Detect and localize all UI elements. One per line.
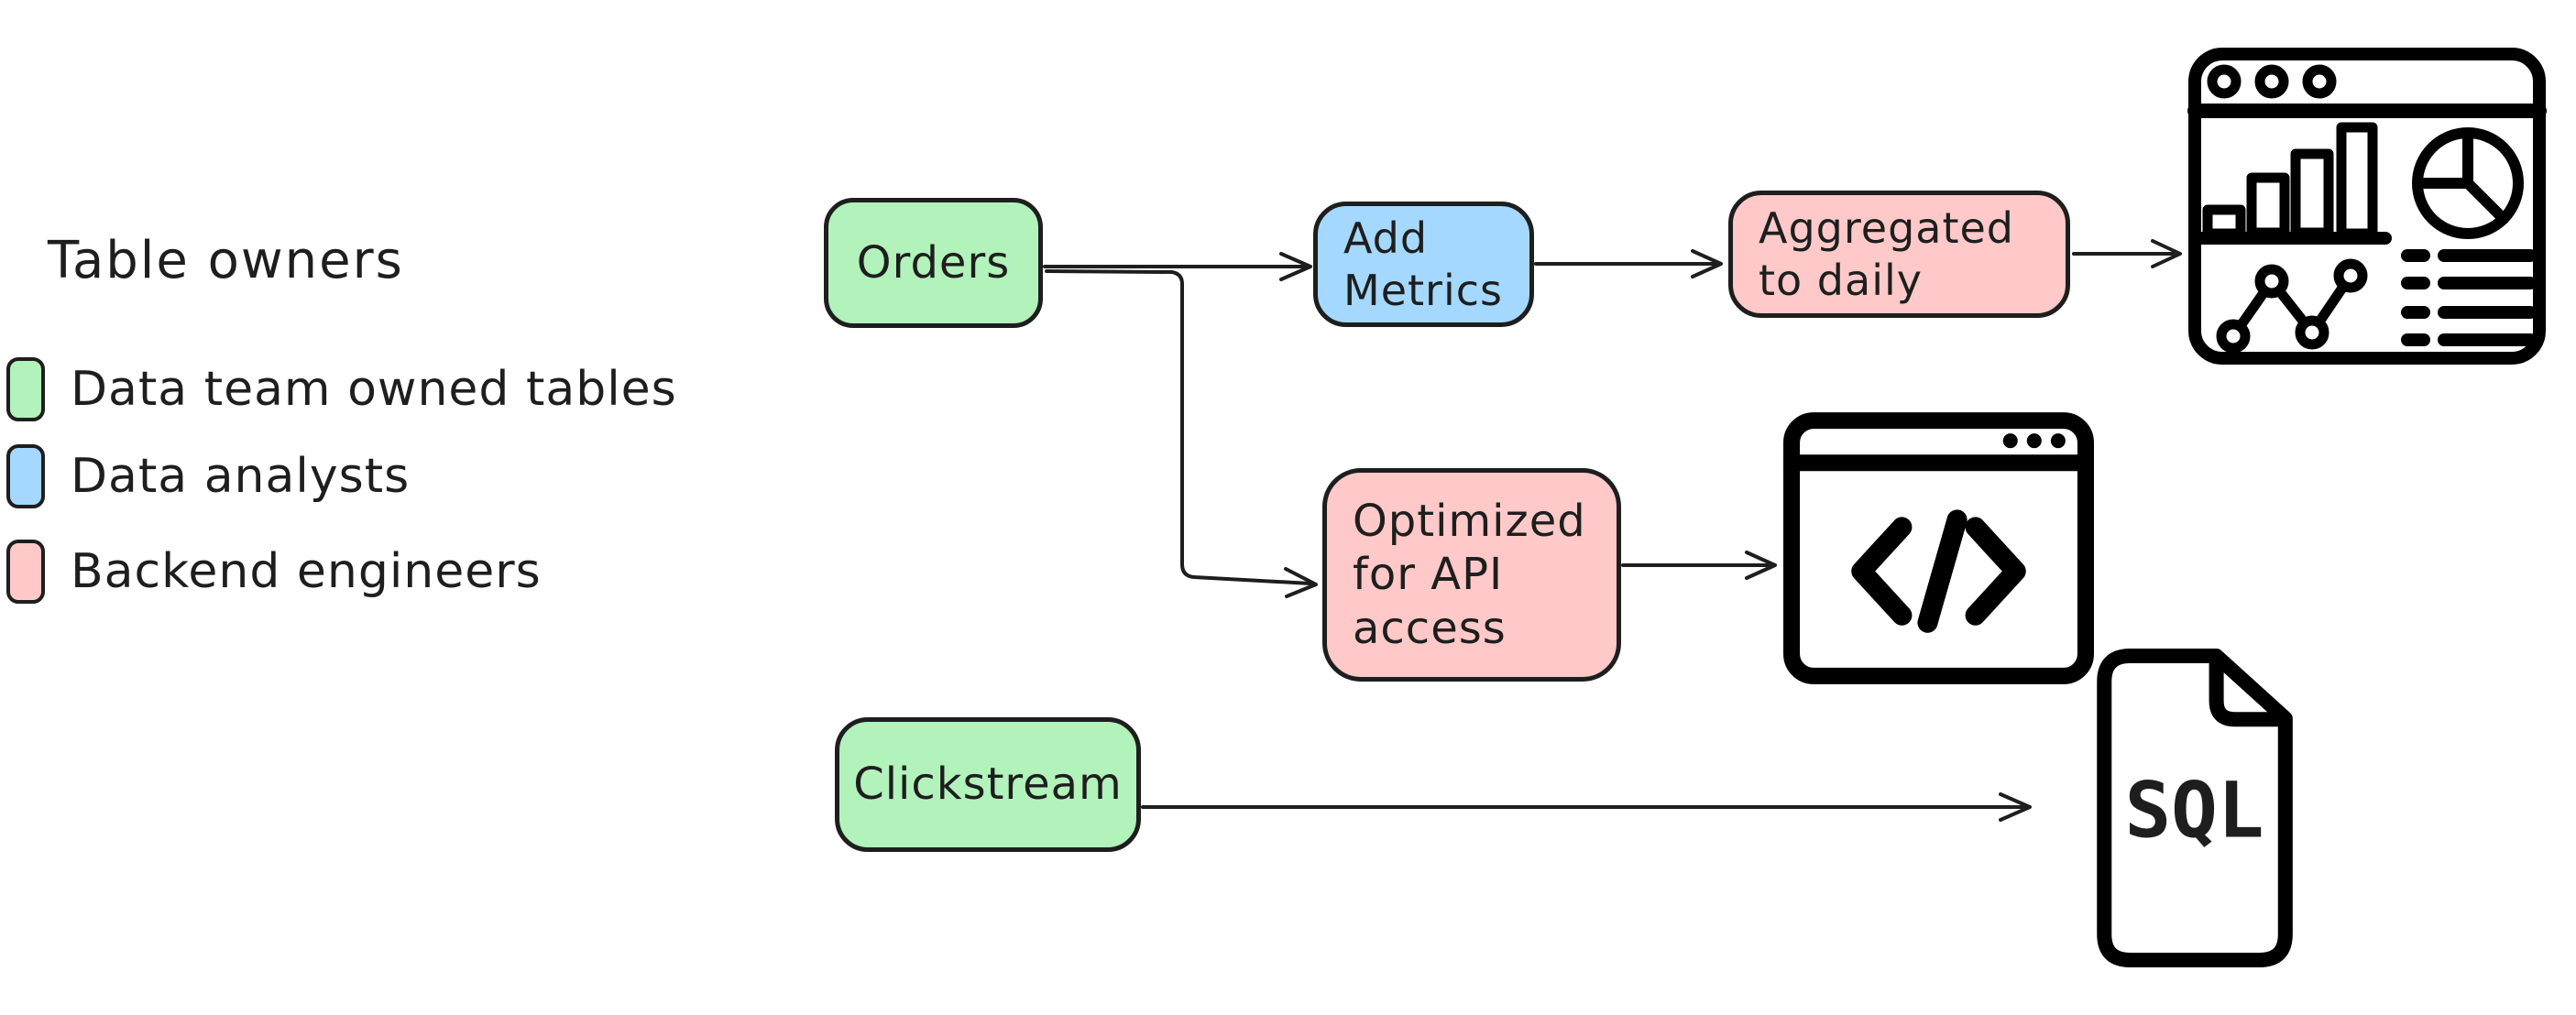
arrow-add-metrics-to-aggregated[interactable]	[1534, 249, 1723, 278]
node-clickstream[interactable]: Clickstream	[835, 717, 1141, 852]
node-add-metrics-label: Add Metrics	[1343, 213, 1503, 315]
sql-file-label: SQL	[2124, 766, 2264, 856]
legend-label-data-analysts: Data analysts	[71, 449, 411, 504]
arrow-clickstream-to-sql[interactable]	[1141, 792, 2032, 822]
legend-title: Table owners	[48, 231, 404, 290]
pink-swatch[interactable]	[6, 540, 45, 604]
arrow-orders-to-optimized[interactable]	[1045, 269, 1318, 598]
arrow-optimized-to-code-window[interactable]	[1621, 551, 1777, 580]
node-aggregated-to-daily-label: Aggregated to daily	[1759, 203, 2014, 305]
arrow-aggregated-to-dashboard[interactable]	[2072, 239, 2182, 268]
legend-item-data-analysts: Data analysts	[6, 442, 410, 510]
legend-label-backend-engineers: Backend engineers	[71, 544, 542, 599]
node-orders[interactable]: Orders	[824, 198, 1043, 328]
node-add-metrics[interactable]: Add Metrics	[1313, 202, 1534, 327]
arrow-orders-to-add-metrics[interactable]	[1043, 252, 1312, 281]
legend-item-data-team: Data team owned tables	[6, 355, 677, 423]
node-optimized-for-api[interactable]: Optimized for API access	[1322, 468, 1621, 682]
node-orders-label: Orders	[856, 236, 1011, 289]
blue-swatch[interactable]	[6, 444, 45, 508]
dashboard-icon[interactable]	[2184, 43, 2550, 369]
legend-label-data-team: Data team owned tables	[71, 362, 677, 417]
code-window-icon[interactable]	[1781, 409, 2097, 687]
node-clickstream-label: Clickstream	[853, 759, 1123, 811]
node-aggregated-to-daily[interactable]: Aggregated to daily	[1728, 191, 2070, 318]
node-optimized-for-api-label: Optimized for API access	[1353, 495, 1586, 654]
legend-item-backend-engineers: Backend engineers	[6, 538, 542, 606]
sql-file-icon[interactable]: SQL	[2078, 646, 2296, 971]
green-swatch[interactable]	[6, 357, 45, 421]
